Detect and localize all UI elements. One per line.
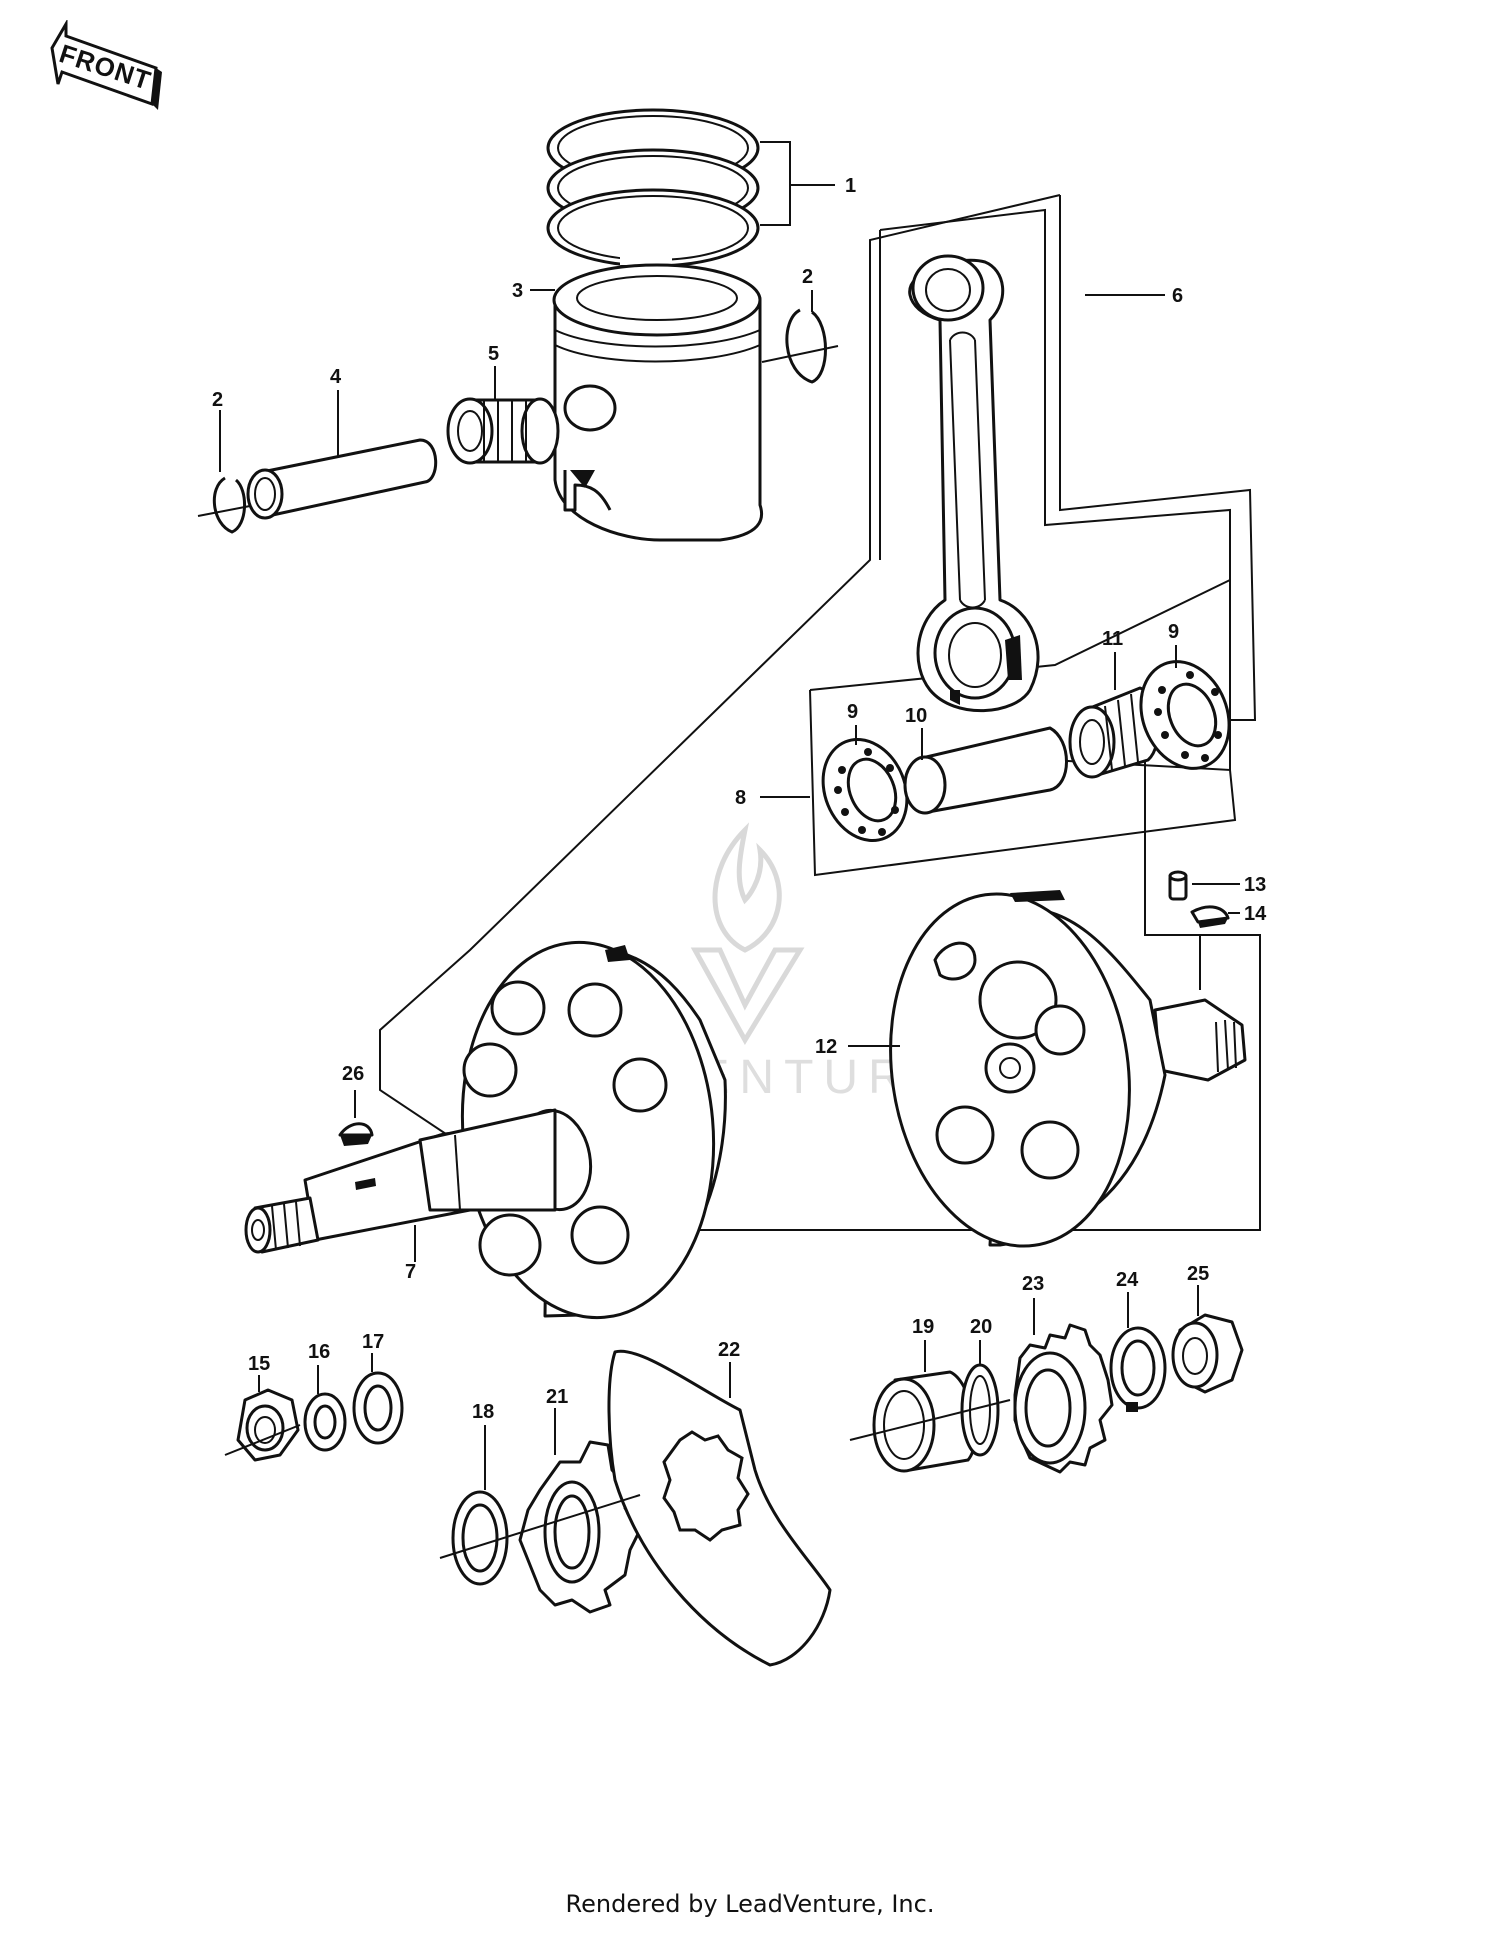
crankshaft-gear <box>1013 1323 1114 1474</box>
piston-ring-set <box>546 108 760 268</box>
callout-14: 14 <box>1244 903 1267 925</box>
crankshaft-right <box>889 890 1247 1248</box>
callout-24: 24 <box>1116 1269 1139 1291</box>
cam-plate <box>607 1349 832 1667</box>
piston <box>552 263 764 542</box>
callout-22: 22 <box>718 1339 740 1361</box>
small-end-needle-bearing <box>446 397 560 465</box>
spacer-washer <box>451 1490 509 1586</box>
callout-20: 20 <box>970 1316 992 1338</box>
callout-9-left: 9 <box>847 701 858 723</box>
retaining-ring <box>960 1363 1000 1457</box>
callout-19: 19 <box>912 1316 934 1338</box>
callout-4: 4 <box>330 366 342 388</box>
woodruff-key-right <box>1190 905 1230 928</box>
callout-1: 1 <box>845 175 856 197</box>
callout-15: 15 <box>248 1353 270 1375</box>
connecting-rod <box>908 254 1040 713</box>
crankshaft-sleeve <box>872 1370 977 1473</box>
callout-23: 23 <box>1022 1273 1044 1295</box>
callout-16: 16 <box>308 1341 330 1363</box>
crankshaft-left <box>244 940 727 1320</box>
callout-9-right: 9 <box>1168 621 1179 643</box>
callout-11: 11 <box>1102 628 1123 650</box>
callout-2-right: 2 <box>802 266 813 288</box>
thrust-washer-right <box>1139 660 1231 770</box>
callout-6: 6 <box>1172 285 1183 307</box>
callout-17: 17 <box>362 1331 384 1353</box>
footer-credit: Rendered by LeadVenture, Inc. <box>565 1890 935 1918</box>
front-arrow-icon <box>50 20 162 110</box>
crankshaft-dowel-pin <box>1168 870 1188 901</box>
callout-26: 26 <box>342 1063 364 1085</box>
callout-5: 5 <box>488 343 499 365</box>
thrust-washer-left <box>821 738 909 842</box>
callout-10: 10 <box>905 705 927 727</box>
woodruff-key-left <box>338 1122 374 1146</box>
piston-pin-clip-left <box>212 476 247 534</box>
piston-pin-clip-right <box>785 308 827 384</box>
lock-washer-right <box>1109 1326 1167 1412</box>
crankshaft-nut-right <box>1171 1313 1244 1394</box>
callout-18: 18 <box>472 1401 494 1423</box>
callout-3: 3 <box>512 280 523 302</box>
lock-washer-left <box>303 1392 347 1452</box>
collar-left <box>352 1371 404 1445</box>
callout-8: 8 <box>735 787 746 809</box>
piston-pin <box>246 438 438 520</box>
crank-pin <box>903 726 1068 815</box>
callout-2-left: 2 <box>212 389 223 411</box>
watermark-logo <box>690 822 805 1045</box>
callout-21: 21 <box>546 1386 568 1408</box>
crankpin-box <box>809 579 1237 877</box>
callout-13: 13 <box>1244 874 1266 896</box>
callout-25: 25 <box>1187 1263 1209 1285</box>
crankshaft-nut-left <box>236 1388 300 1462</box>
callout-7: 7 <box>405 1261 416 1283</box>
callout-12: 12 <box>815 1036 837 1058</box>
